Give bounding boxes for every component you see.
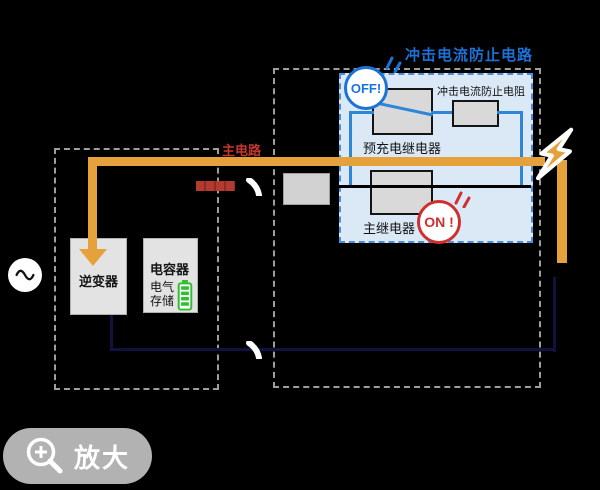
- battery-icon: [177, 280, 193, 311]
- zoom-button-label: 放大: [73, 442, 130, 473]
- current-flow-left-vertical: [88, 157, 97, 250]
- current-flow-arrowhead: [79, 249, 107, 266]
- inverter-unit-dashed-box: [54, 148, 219, 390]
- zoom-in-button[interactable]: 放大: [3, 428, 152, 484]
- red-blocked-mark-icon: [196, 181, 235, 191]
- capacitor-storage-line1: 电气: [150, 280, 175, 294]
- ac-source-icon: [8, 258, 42, 292]
- blue-wire-horizontal-c: [497, 111, 523, 114]
- return-wire-right-vertical: [553, 277, 556, 352]
- on-status-badge: ON !: [417, 200, 461, 244]
- blue-wire-right-vertical: [520, 111, 523, 187]
- main-circuit-label: 主电路: [222, 143, 262, 158]
- main-circuit-wire: [150, 185, 531, 188]
- return-wire-horizontal: [110, 348, 556, 351]
- off-status-badge: OFF!: [344, 66, 388, 110]
- capacitor-storage-line2: 存储: [150, 294, 175, 308]
- off-emphasis-icon: [385, 56, 402, 73]
- inverter-label: 逆变器: [78, 274, 118, 289]
- on-emphasis-icon: [454, 191, 471, 208]
- inrush-resistor-label: 冲击电流防止电阻: [437, 86, 525, 98]
- magnifier-icon: [26, 437, 63, 474]
- current-flow-horizontal: [88, 157, 545, 166]
- capacitor-box: 电容器 电气 存储: [143, 238, 198, 313]
- blue-wire-horizontal-a: [349, 111, 374, 114]
- inrush-resistor-box: [452, 100, 499, 127]
- blue-wire-left-vertical: [349, 111, 352, 187]
- wire-break-icon: [246, 178, 262, 196]
- capacitor-title: 电容器: [150, 262, 190, 277]
- precharge-relay-label: 预充电继电器: [363, 141, 442, 156]
- main-relay-label: 主继电器: [363, 221, 416, 236]
- return-wire-left-vertical: [110, 313, 113, 351]
- junction-box: [283, 173, 330, 205]
- wire-break-icon: [246, 341, 262, 359]
- lightning-bolt-icon: [535, 127, 574, 181]
- inrush-unit-dashed-box: [273, 68, 541, 388]
- blue-wire-horizontal-b: [431, 111, 452, 114]
- inrush-panel-title: 冲击电流防止电路: [404, 47, 533, 64]
- current-flow-right-vertical: [557, 160, 567, 263]
